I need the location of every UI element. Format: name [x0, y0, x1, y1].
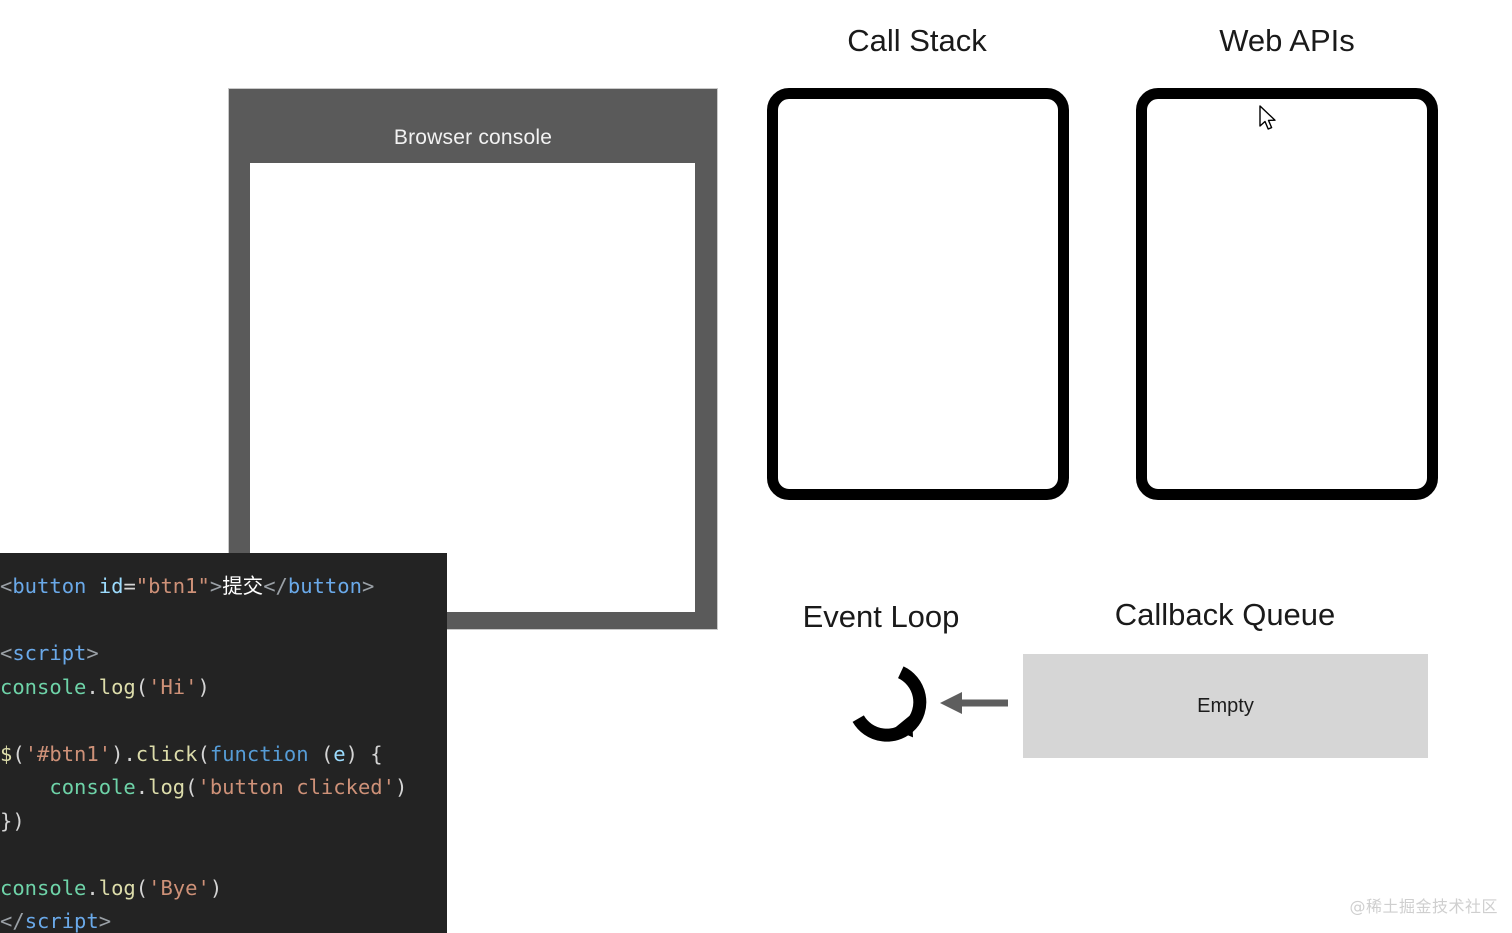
- code-token: console: [0, 875, 87, 900]
- code-line: [0, 604, 447, 638]
- code-token: (: [12, 741, 25, 766]
- code-token: id: [98, 574, 124, 598]
- code-token: >: [86, 641, 99, 665]
- code-token: .: [86, 674, 99, 699]
- code-token: (: [135, 674, 149, 699]
- code-token: console: [0, 674, 87, 699]
- callback-queue-heading: Callback Queue: [1114, 597, 1336, 632]
- call-stack-heading: Call Stack: [847, 23, 987, 58]
- browser-console-title: Browser console: [393, 126, 553, 149]
- browser-console-output: [250, 163, 695, 612]
- web-apis-heading: Web APIs: [1219, 23, 1355, 58]
- code-token: .: [135, 775, 149, 799]
- code-token: (: [135, 875, 149, 900]
- code-token: (: [197, 741, 210, 766]
- code-token: e: [333, 741, 346, 766]
- code-token: =: [123, 574, 136, 598]
- code-line: console.log('button clicked'): [0, 771, 447, 805]
- code-token: log: [98, 875, 136, 900]
- code-token: ): [345, 741, 358, 766]
- code-token: button: [287, 574, 362, 598]
- code-token: 'Bye': [148, 875, 210, 900]
- event-loop-heading: Event Loop: [802, 599, 960, 634]
- callback-queue-box: Empty: [1023, 654, 1428, 758]
- code-line: <script>: [0, 637, 447, 671]
- code-token: ): [394, 775, 408, 799]
- code-token: >: [98, 909, 112, 933]
- code-token: log: [98, 674, 136, 699]
- code-line: <button id="btn1">提交</button>: [0, 570, 447, 604]
- code-token: $: [0, 741, 13, 766]
- code-line: console.log('Bye'): [0, 872, 447, 906]
- code-token: <: [0, 641, 13, 665]
- code-token: >: [361, 574, 375, 598]
- code-line: $('#btn1').click(function (e) {: [0, 738, 447, 772]
- code-line: [0, 838, 447, 872]
- code-token: click: [135, 741, 198, 766]
- code-token: (: [185, 775, 198, 799]
- callback-queue-status: Empty: [1197, 695, 1254, 717]
- code-line: console.log('Hi'): [0, 671, 447, 705]
- code-token: log: [148, 775, 186, 799]
- code-token: ): [209, 875, 223, 900]
- code-token: .: [123, 741, 136, 766]
- code-token: </: [0, 909, 25, 933]
- code-token: 'Hi': [148, 674, 198, 699]
- code-token: console: [49, 775, 136, 799]
- code-token: 提交: [222, 574, 264, 598]
- code-token: script: [24, 909, 99, 933]
- code-token: '#btn1': [24, 741, 112, 766]
- circular-arrow-icon: [845, 661, 927, 747]
- code-token: }): [0, 808, 25, 833]
- code-token: .: [86, 875, 99, 900]
- code-token: button: [12, 574, 87, 598]
- code-token: ): [111, 741, 124, 766]
- code-token: >: [209, 574, 223, 598]
- code-token: (: [320, 741, 334, 766]
- code-token: </: [263, 574, 288, 598]
- code-token: "btn1": [135, 574, 210, 598]
- browser-console-window: Browser console: [228, 88, 718, 630]
- code-token: function: [209, 741, 309, 766]
- code-token: [86, 574, 98, 598]
- call-stack-box: [767, 88, 1069, 500]
- code-snippet-overlay: <button id="btn1">提交</button><script>con…: [0, 553, 447, 933]
- code-token: [309, 742, 321, 766]
- code-line: </script>: [0, 905, 447, 933]
- code-token: 'button clicked': [197, 775, 395, 799]
- code-token: script: [12, 641, 87, 665]
- code-line: [0, 704, 447, 738]
- watermark: @稀土掘金技术社区: [1349, 897, 1498, 916]
- code-token: [0, 775, 49, 799]
- code-token: <: [0, 574, 13, 598]
- arrow-left-icon: [940, 686, 1010, 720]
- web-apis-box: [1136, 88, 1438, 500]
- code-token: ): [197, 674, 210, 699]
- code-line: }): [0, 805, 447, 839]
- code-token: {: [357, 741, 383, 766]
